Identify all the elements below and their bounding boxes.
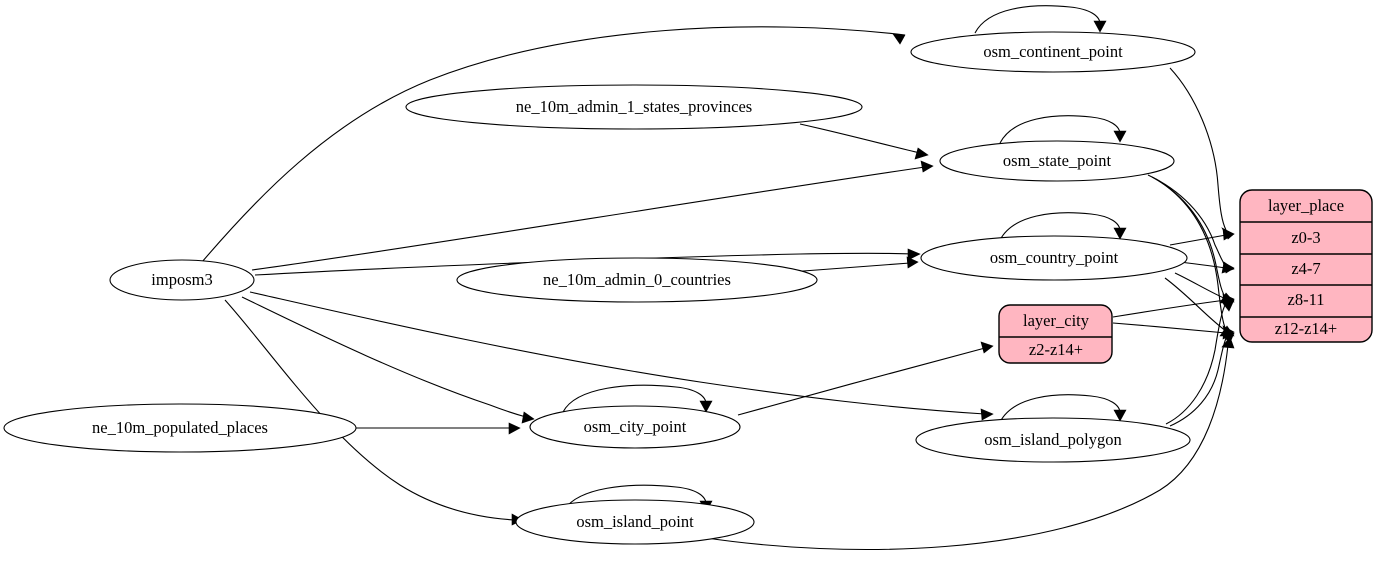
node-osm-continent-point[interactable]: osm_continent_point [910, 31, 1196, 73]
edge-self-loop-osm-city-point [562, 384, 713, 413]
node-osm-country-point-label: osm_country_point [990, 248, 1119, 267]
edge-osm-continent-point-to-layer-place-z0-3 [1169, 67, 1235, 240]
record-layer-place[interactable]: layer_place z0-3 z4-7 z8-11 z12-z14+ [1239, 189, 1373, 343]
node-osm-state-point[interactable]: osm_state_point [939, 140, 1175, 182]
record-layer-place-row-z8-11[interactable]: z8-11 [1288, 290, 1325, 309]
node-osm-city-point-label: osm_city_point [584, 417, 687, 436]
node-ne-10m-admin-0-countries[interactable]: ne_10m_admin_0_countries [456, 257, 818, 303]
node-osm-city-point[interactable]: osm_city_point [529, 405, 741, 449]
node-ne-states-label: ne_10m_admin_1_states_provinces [516, 97, 752, 116]
node-imposm3[interactable]: imposm3 [109, 259, 255, 301]
edge-osm-city-point-to-layer-city-z2-z14 [737, 341, 994, 416]
edge-self-loop-osm-state-point [999, 115, 1127, 144]
records-layer: layer_place z0-3 z4-7 z8-11 z12-z14+ lay… [998, 189, 1373, 364]
edge-imposm3-to-osm-city-point [241, 296, 535, 424]
edge-self-loop-osm-country-point [999, 212, 1127, 241]
record-layer-city-header: layer_city [1023, 311, 1090, 330]
node-osm-continent-point-label: osm_continent_point [983, 42, 1123, 61]
node-osm-island-point[interactable]: osm_island_point [515, 499, 755, 545]
edge-imposm3-to-osm-state-point [251, 160, 934, 271]
edge-osm-country-point-to-layer-place-z0-3 [1169, 228, 1235, 246]
edge-osm-island-point-to-layer-place-z12-z14 [699, 336, 1235, 550]
edge-ne-countries-to-osm-country-point [789, 256, 919, 273]
node-osm-country-point[interactable]: osm_country_point [920, 235, 1188, 281]
node-ne-countries-label: ne_10m_admin_0_countries [543, 270, 731, 289]
edge-self-loop-osm-island-polygon [999, 394, 1127, 423]
node-ne-10m-admin-1-states-provinces[interactable]: ne_10m_admin_1_states_provinces [405, 84, 863, 130]
record-layer-city-body [998, 304, 1113, 364]
edge-osm-island-polygon-to-layer-place-z8-11 [1165, 299, 1235, 425]
nodes-layer: imposm3 ne_10m_admin_1_states_provinces … [3, 31, 1196, 545]
node-osm-island-point-label: osm_island_point [576, 512, 694, 531]
edge-layer-city-to-layer-place-z12-z14 [1112, 322, 1235, 340]
edge-ne-populated-to-osm-city-point [356, 422, 521, 435]
edge-osm-country-point-to-layer-place-z4-7 [1179, 261, 1235, 274]
edge-ne-states-to-osm-state-point [799, 123, 929, 160]
edge-layer-city-to-layer-place-z8-11 [1112, 293, 1235, 318]
edge-imposm3-to-osm-continent-point [201, 26, 906, 263]
record-layer-place-body [1239, 189, 1373, 343]
record-layer-place-row-z0-3[interactable]: z0-3 [1291, 228, 1320, 247]
record-layer-city[interactable]: layer_city z2-z14+ [998, 304, 1113, 364]
node-osm-island-polygon-label: osm_island_polygon [984, 430, 1122, 449]
record-layer-place-row-z12-z14[interactable]: z12-z14+ [1275, 319, 1337, 338]
node-imposm3-label: imposm3 [151, 270, 212, 289]
edge-self-loop-osm-continent-point [974, 5, 1107, 34]
record-layer-place-header: layer_place [1268, 196, 1344, 215]
edge-imposm3-to-osm-country-point [254, 248, 921, 276]
node-osm-island-polygon[interactable]: osm_island_polygon [915, 417, 1191, 463]
record-layer-city-row-z2-z14[interactable]: z2-z14+ [1029, 340, 1083, 359]
node-osm-state-point-label: osm_state_point [1003, 151, 1112, 170]
node-ne-populated-label: ne_10m_populated_places [92, 418, 268, 437]
edge-imposm3-to-osm-island-polygon [249, 291, 994, 421]
record-layer-place-row-z4-7[interactable]: z4-7 [1291, 259, 1320, 278]
node-ne-10m-populated-places[interactable]: ne_10m_populated_places [3, 403, 357, 453]
